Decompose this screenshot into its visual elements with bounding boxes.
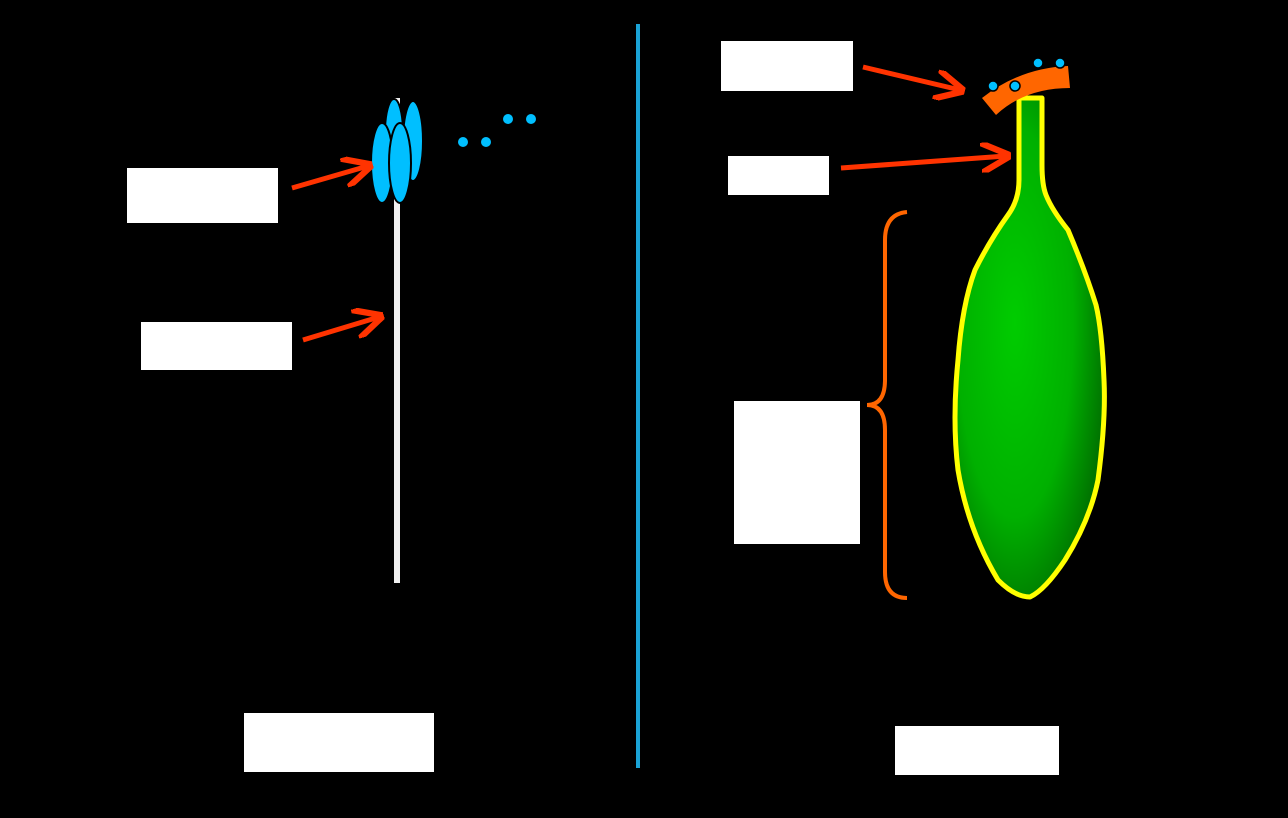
pollen-on-stigma: [987, 57, 1066, 92]
pollen-grains: [458, 114, 536, 147]
arrow-filament: [302, 317, 379, 343]
stigma: [982, 66, 1070, 115]
filament: [394, 98, 400, 583]
anther: [370, 98, 424, 204]
ovary-bracket: [866, 210, 908, 600]
label-stamen: [244, 713, 434, 772]
label-stigma: [721, 41, 853, 91]
pistil: [952, 57, 1107, 600]
label-style: [728, 156, 829, 195]
label-pistil: [895, 726, 1059, 775]
label-anther: [127, 168, 278, 223]
arrow-stigma: [862, 64, 960, 90]
label-ovary: [734, 401, 860, 544]
label-filament: [141, 322, 292, 370]
arrow-style: [840, 156, 1006, 168]
stamen: [370, 98, 536, 583]
arrow-anther: [291, 166, 368, 191]
ovary: [952, 95, 1107, 600]
